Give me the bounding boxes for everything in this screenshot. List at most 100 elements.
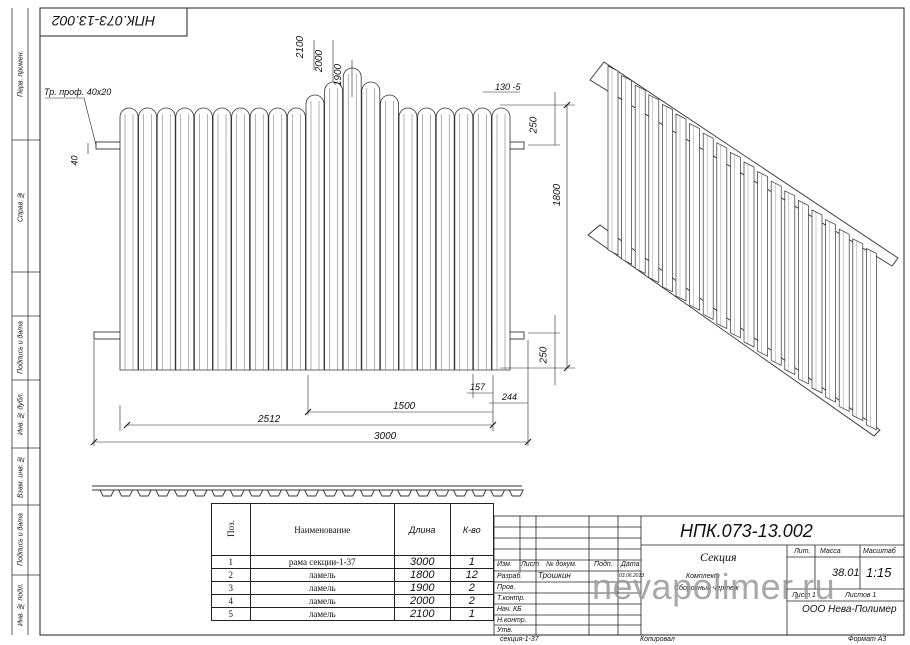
footer-format: Формат А3 (848, 636, 887, 643)
picket (268, 107, 288, 371)
iso-picket (784, 190, 796, 376)
picket (435, 107, 455, 371)
spec-cell-length: 1800 (394, 568, 451, 582)
tb-company: ООО Нева-Полимер (802, 604, 897, 615)
dim-244: 244 (502, 392, 518, 402)
picket (175, 107, 195, 371)
sheet-frame (39, 7, 905, 636)
iso-picket (689, 123, 700, 311)
picket (380, 94, 399, 371)
spec-table: Поз. Наименование Длина К-во 1 рама секц… (211, 503, 494, 621)
tb-row-nach: Нач. КБ (497, 606, 522, 613)
iso-rail-bottom (587, 224, 881, 437)
picket (491, 107, 511, 371)
spec-cell-qty: 2 (449, 581, 494, 595)
spec-cell-length: 2000 (394, 594, 451, 608)
spec-cell-length: 2100 (394, 607, 451, 621)
iso-picket (770, 180, 782, 366)
iso-picket (607, 65, 619, 256)
tb-row-razrab: Разраб. (497, 573, 523, 580)
doc-code: НПК.073-13.002 (680, 521, 813, 541)
tb-col-ndok: № докум. (546, 561, 577, 568)
picket (417, 107, 436, 371)
iso-picket (757, 171, 768, 357)
picket (287, 107, 306, 371)
tb-sheet: Лист 1 (792, 592, 816, 599)
spec-cell-name: ламель (249, 568, 396, 582)
spec-cell-qty: 1 (449, 607, 494, 621)
tb-col-izm: Изм. (497, 561, 512, 568)
spec-cell-pos: 4 (211, 594, 251, 608)
side-label-podp-data-2: Подпись и дата (17, 513, 25, 567)
side-label-perv-primen: Перв. примен. (17, 50, 25, 98)
spec-row: 5 ламель 2100 1 (211, 607, 494, 621)
side-label-podp-data-1: Подпись и дата (17, 321, 25, 375)
iso-picket (702, 132, 714, 320)
spec-cell-pos: 1 (211, 555, 251, 569)
tb-massa: Масса (820, 548, 841, 555)
side-label-vzam-inv: Взам. инв. № (17, 455, 25, 498)
dim-130: 130 -5 (495, 82, 521, 92)
doc-title: Секция (700, 550, 737, 564)
side-label-inv-dubl: Инв. № дубл. (17, 392, 25, 436)
picket (398, 107, 418, 371)
picket (138, 107, 157, 371)
dim-250-bottom: 250 (538, 346, 550, 364)
tb-razrab-name: Трошкин (538, 571, 571, 580)
side-label-sprav: Справ. № (17, 190, 25, 222)
dimension-ticks (90, 101, 571, 446)
tb-lit: Лит. (794, 548, 811, 555)
spec-cell-name: рама секции-1-37 (249, 555, 396, 569)
dim-1800: 1800 (552, 183, 564, 207)
dim-2000: 2000 (314, 49, 326, 73)
picket (249, 107, 269, 371)
iso-picket (621, 75, 632, 265)
tb-razrab-date: 03.06.2013 (619, 573, 645, 579)
dimension-lines (45, 40, 575, 446)
iso-picket (811, 209, 823, 394)
spec-header-name: Наименование (249, 503, 396, 556)
tb-sheets: Листов 1 (845, 592, 877, 599)
picket (305, 94, 325, 371)
spec-cell-pos: 3 (211, 581, 251, 595)
iso-picket (743, 161, 755, 348)
picket (156, 107, 176, 371)
section-profile (92, 485, 524, 497)
iso-picket (634, 84, 646, 274)
stamp-code-rotated: НПК.073-13.002 (52, 13, 156, 29)
site-watermark: nevapolimer.ru (592, 566, 836, 607)
iso-picket (825, 219, 836, 403)
dim-157: 157 (470, 382, 486, 392)
iso-picket (798, 199, 809, 385)
tb-col-data: Дата (621, 561, 640, 568)
spec-cell-pos: 5 (211, 607, 251, 621)
spec-header-qty: К-во (449, 503, 494, 556)
tb-masshtab: Масштаб (863, 548, 896, 555)
picket (119, 107, 139, 371)
spec-cell-name: ламель (249, 607, 396, 621)
iso-picket (730, 151, 741, 339)
dim-3000: 3000 (374, 431, 397, 442)
dim-2100: 2100 (295, 35, 307, 59)
dim-250-top: 250 (528, 116, 540, 134)
iso-picket (716, 142, 728, 330)
iso-picket (675, 113, 687, 302)
iso-picket (648, 94, 660, 284)
spec-cell-qty: 12 (449, 568, 494, 582)
tb-col-list: Лист (521, 561, 540, 568)
spec-row: 4 ламель 2000 2 (211, 594, 494, 608)
picket (454, 107, 474, 371)
picket (324, 81, 343, 371)
isometric-view (587, 61, 899, 437)
stamp-box (39, 7, 188, 37)
spec-header-pos: Поз. (211, 503, 251, 556)
dim-profile: Тр. проф. 40х20 (44, 87, 112, 97)
title-block-grid (493, 515, 905, 636)
footer-doc: секция-1-37 (500, 636, 539, 643)
spec-cell-name: ламель (249, 581, 396, 595)
dim-1500: 1500 (393, 401, 416, 412)
picket (342, 67, 362, 371)
tb-mass-value: 38.01 (832, 567, 860, 579)
dim-1900: 1900 (333, 63, 345, 87)
picket-group (119, 67, 511, 371)
